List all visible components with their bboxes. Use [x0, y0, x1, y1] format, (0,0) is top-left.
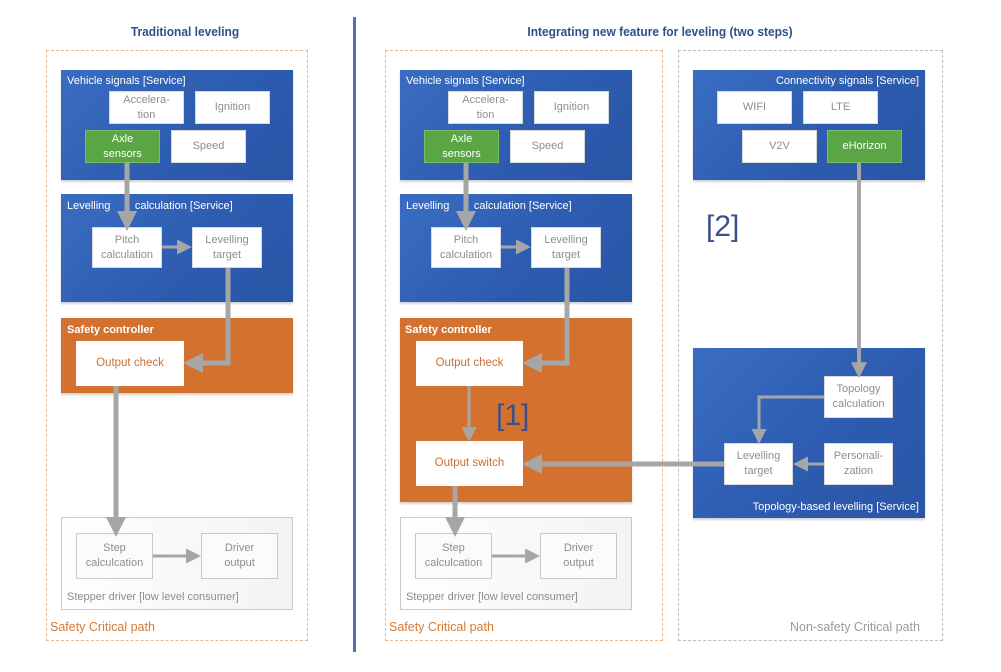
vehicle-signals-service: Vehicle signals [Service]: [61, 70, 293, 180]
safety-critical-path-label-right: Safety Critical path: [389, 620, 494, 634]
ignition-node-2: Ignition: [534, 91, 609, 124]
step-calculation-node: Step calculcation: [76, 533, 153, 579]
non-safety-critical-path-label: Non-safety Critical path: [790, 620, 920, 634]
step-calculation-node-2: Step calculcation: [415, 533, 492, 579]
safety-critical-path-right: [385, 50, 663, 641]
output-check-node-2: Output check: [416, 341, 523, 386]
vehicle-signals-service-label-2: Vehicle signals [Service]: [406, 75, 525, 87]
acceleration-node: Accelera- tion: [109, 91, 184, 124]
levelling-target-node-3: Levelling target: [724, 443, 793, 485]
pitch-calculation-node-2: Pitch calculation: [431, 227, 501, 268]
connectivity-signals-service-label: Connectivity signals [Service]: [775, 75, 919, 87]
driver-output-node-2: Driver output: [540, 533, 617, 579]
safety-critical-path-label-left: Safety Critical path: [50, 620, 155, 634]
vehicle-signals-service-label: Vehicle signals [Service]: [67, 75, 186, 87]
driver-output-node: Driver output: [201, 533, 278, 579]
levelling-target-node-2: Levelling target: [531, 227, 601, 268]
title-traditional-leveling: Traditional leveling: [130, 24, 240, 39]
topology-calculation-node: Topology calculation: [824, 376, 893, 418]
axle-sensors-node: Axle sensors: [85, 130, 160, 163]
stepper-driver-label-2: Stepper driver [low level consumer]: [406, 591, 578, 603]
levelling-calculation-service-label: Levelling calculation [Service]: [67, 200, 233, 212]
ignition-node: Ignition: [195, 91, 270, 124]
safety-critical-path-left: [46, 50, 308, 641]
acceleration-node-2: Accelera- tion: [448, 91, 523, 124]
pitch-calculation-node: Pitch calculation: [92, 227, 162, 268]
output-switch-node: Output switch: [416, 441, 523, 486]
levelling-calculation-service-label-2: Levelling calculation [Service]: [406, 200, 572, 212]
lte-node: LTE: [803, 91, 878, 124]
non-safety-critical-path: [678, 50, 943, 641]
axle-sensors-node-2: Axle sensors: [424, 130, 499, 163]
title-integrating-new-feature: Integrating new feature for leveling (tw…: [527, 24, 793, 39]
section-divider: [353, 17, 356, 652]
safety-controller-label-2: Safety controller: [405, 324, 492, 336]
output-check-node: Output check: [76, 341, 184, 386]
topology-based-levelling-service-label: Topology-based levelling [Service]: [752, 501, 919, 513]
speed-node-2: Speed: [510, 130, 585, 163]
connectivity-signals-service: Connectivity signals [Service]: [693, 70, 925, 180]
safety-controller-label: Safety controller: [67, 324, 154, 336]
personalization-node: Personali- zation: [824, 443, 893, 485]
step-2-marker: [2]: [706, 210, 740, 243]
v2v-node: V2V: [742, 130, 817, 163]
wifi-node: WIFI: [717, 91, 792, 124]
levelling-target-node: Levelling target: [192, 227, 262, 268]
stepper-driver: Stepper driver [low level consumer]: [61, 517, 293, 610]
ehorizon-node: eHorizon: [827, 130, 902, 163]
vehicle-signals-service-2: Vehicle signals [Service]: [400, 70, 632, 180]
step-1-marker: [1]: [496, 399, 530, 432]
stepper-driver-label: Stepper driver [low level consumer]: [67, 591, 239, 603]
topology-based-levelling-service: Topology-based levelling [Service]: [693, 348, 925, 518]
speed-node: Speed: [171, 130, 246, 163]
